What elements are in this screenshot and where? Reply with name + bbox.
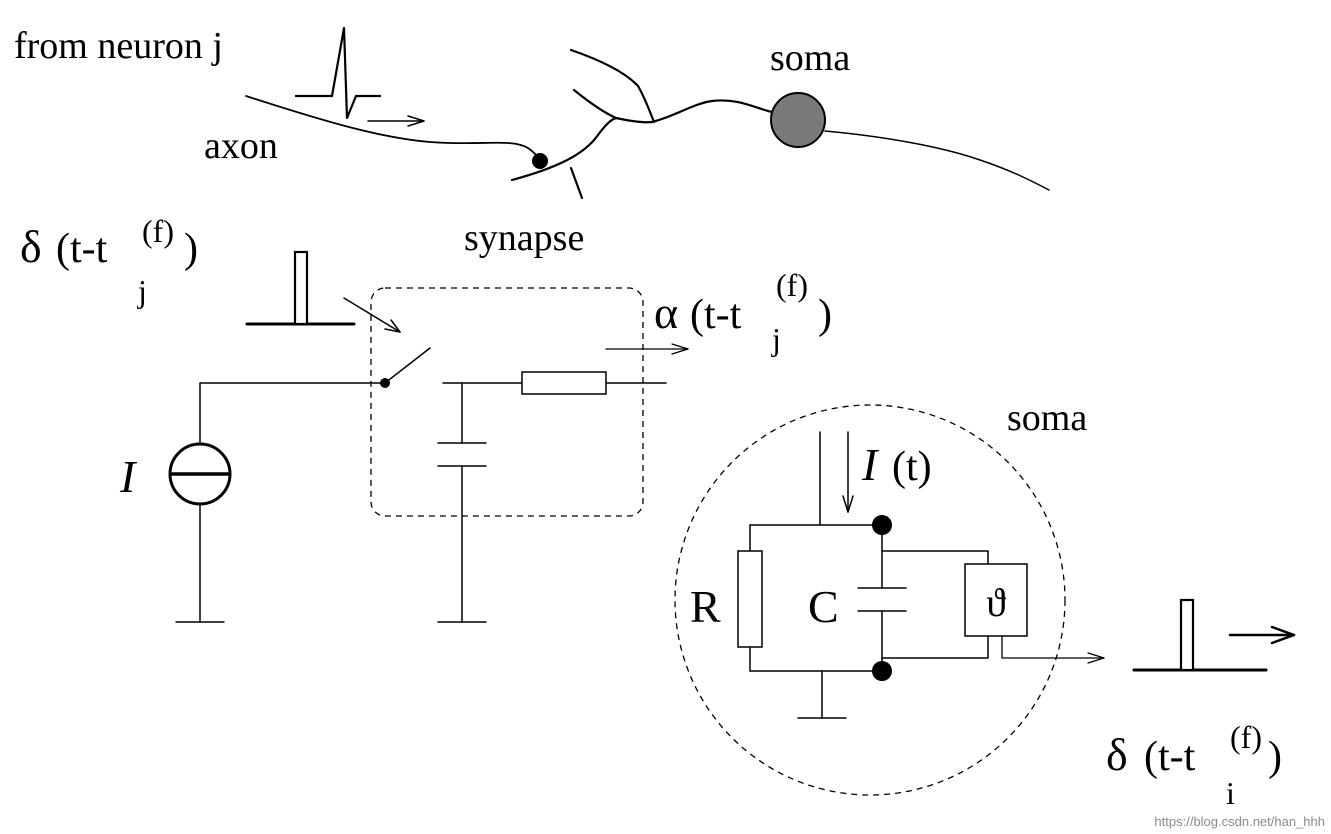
neuron-sketch: from neuron j axon soma synapse — [14, 25, 1050, 259]
alpha-close: ) — [818, 292, 832, 338]
synapse-switch — [384, 347, 431, 384]
from-neuron-label: from neuron j — [14, 25, 223, 67]
input-delta-symbol: δ — [20, 221, 42, 272]
dendrite-spine — [569, 166, 584, 200]
alpha-symbol: α — [654, 287, 678, 338]
synapse-resistor — [521, 371, 607, 395]
current-source-label: I — [119, 451, 138, 502]
soma-label-circuit: soma — [1007, 397, 1087, 439]
input-delta-subscript: j — [137, 273, 147, 309]
soma-circuit-group: soma I (t) R C ϑ — [674, 397, 1105, 796]
dendrite-lower — [510, 116, 618, 182]
synapse-filter-group: α (t-t (f) j ) — [370, 267, 832, 623]
output-delta-superscript: (f) — [1230, 719, 1262, 755]
input-delta-superscript: (f) — [142, 213, 174, 249]
threshold-box — [964, 563, 1028, 637]
dendrite-top — [569, 48, 656, 124]
synapse-terminal-dot — [532, 153, 548, 169]
input-pulse-arrow — [343, 297, 401, 333]
synapse-dashed-box — [370, 287, 644, 517]
resistor-label: R — [690, 581, 721, 632]
output-delta-argument: (t-t — [1144, 734, 1196, 780]
watermark: https://blog.csdn.net/han_hhh — [1154, 814, 1325, 829]
input-current-symbol: I — [861, 439, 880, 490]
input-pulse-spike — [293, 250, 309, 326]
input-delta-close: ) — [184, 226, 198, 272]
spike-output-arrow — [1001, 635, 1105, 659]
alpha-superscript: (f) — [776, 267, 808, 303]
output-delta-close: ) — [1268, 734, 1282, 780]
capacitor-label: C — [808, 581, 839, 632]
dendrite-upper — [572, 88, 654, 124]
alpha-argument: (t-t — [690, 292, 742, 338]
output-axon-line — [824, 130, 1050, 191]
source-top-wire — [199, 382, 385, 445]
membrane-resistor — [737, 550, 763, 648]
axon-line — [245, 95, 541, 161]
bottom-node-dot — [872, 661, 892, 681]
alpha-subscript: j — [771, 321, 781, 357]
dendrite-trunk — [650, 99, 774, 124]
action-potential-icon — [294, 26, 382, 120]
threshold-symbol: ϑ — [986, 580, 1006, 625]
output-pulse-group: δ (t-t (f) i ) — [1106, 598, 1296, 811]
output-delta-symbol: δ — [1106, 729, 1128, 780]
input-pulse-group: δ (t-t (f) j ) — [20, 213, 401, 333]
current-source-group: I — [119, 382, 385, 623]
soma-body — [770, 92, 826, 148]
axon-label: axon — [204, 125, 278, 167]
soma-label-top: soma — [770, 37, 850, 79]
input-current-argument: (t) — [892, 444, 932, 490]
top-rail-threshold — [881, 550, 989, 565]
input-delta-argument: (t-t — [56, 226, 108, 272]
soma-dashed-circle — [674, 404, 1066, 796]
bottom-rail-threshold — [881, 635, 989, 659]
synapse-label: synapse — [464, 217, 584, 259]
output-pulse-spike — [1179, 598, 1195, 672]
output-delta-subscript: i — [1226, 775, 1235, 811]
axon-direction-arrow — [367, 115, 425, 127]
